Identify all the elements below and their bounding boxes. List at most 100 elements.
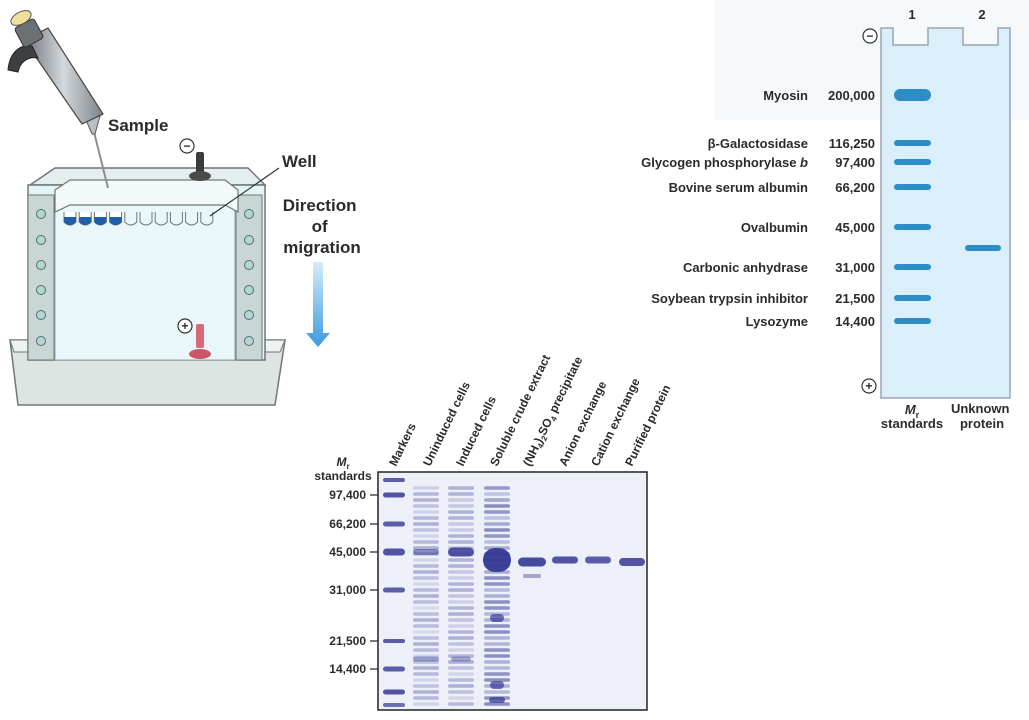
marker-mr: 14,400 [835, 314, 875, 329]
gel-band [383, 521, 405, 527]
gel-band [413, 656, 439, 662]
gel-band [413, 504, 439, 508]
lane-label: Soluble crude extract [487, 352, 553, 468]
marker-mr: 97,400 [835, 155, 875, 170]
gel-band [413, 684, 439, 688]
gel-band [383, 548, 405, 556]
rail-bolt [244, 285, 254, 295]
gel-band [448, 612, 474, 616]
gel-band [484, 630, 510, 634]
lane-label: Markers [386, 421, 419, 469]
marker-mr: 45,000 [835, 220, 875, 235]
empty-well [200, 212, 214, 226]
mr-tick-label: 14,400 [329, 662, 366, 676]
rail-bolt [36, 260, 46, 270]
gel-band [413, 576, 439, 580]
gel-band [413, 594, 439, 598]
gel-band [484, 498, 510, 502]
gel-band [552, 556, 578, 564]
rail-bolt [244, 336, 254, 346]
gel-band [413, 510, 439, 514]
rail-bolt [244, 310, 254, 320]
gel-band [413, 642, 439, 646]
gel-band [448, 648, 474, 652]
unknown-protein-band [965, 245, 1001, 251]
mr-tick-label: 45,000 [329, 545, 366, 559]
plus-symbol [861, 378, 877, 394]
gel-band [383, 703, 405, 707]
gel-band [484, 660, 510, 664]
standard-band [894, 295, 931, 301]
gel-band [448, 624, 474, 628]
gel-band [413, 690, 439, 694]
gel-band [484, 504, 510, 508]
direction-label: Direction of migration [283, 196, 361, 257]
gel-band [413, 528, 439, 532]
marker-mr: 66,200 [835, 180, 875, 195]
gel-band [413, 570, 439, 574]
gel-band [484, 678, 510, 682]
plus-symbol [177, 318, 193, 334]
gel-band [484, 528, 510, 532]
minus-symbol [179, 138, 195, 154]
gel-band [484, 672, 510, 676]
rail-bolt [36, 336, 46, 346]
rail-bolt [36, 235, 46, 245]
empty-well [169, 212, 183, 226]
minus-sign: − [183, 139, 190, 153]
gel-band [413, 588, 439, 592]
gel-apparatus: − + Sample Well Direction of migration [7, 10, 361, 406]
marker-name: Bovine serum albumin [669, 180, 808, 195]
gel-band [413, 582, 439, 586]
marker-name: β-Galactosidase [708, 136, 808, 151]
gel-band [448, 672, 474, 676]
gel-band [413, 516, 439, 520]
minus-sign: − [866, 29, 873, 43]
lane-number-2: 2 [978, 7, 985, 22]
standard-band [894, 318, 931, 324]
gel-band [484, 510, 510, 514]
gel-band [484, 636, 510, 640]
gel-band [484, 690, 510, 694]
gel-band [448, 510, 474, 514]
gel-band [448, 504, 474, 508]
marker-name: Myosin [763, 88, 808, 103]
marker-name: Lysozyme [746, 314, 808, 329]
gel-band [383, 666, 405, 672]
marker-name: Soybean trypsin inhibitor [651, 291, 808, 306]
gel-band [484, 594, 510, 598]
gel-band [448, 547, 474, 557]
gel-band [518, 557, 546, 567]
gel-band [448, 630, 474, 634]
gel-band [448, 492, 474, 496]
standard-band [894, 140, 931, 146]
gel-band [448, 684, 474, 688]
standard-band [894, 224, 931, 230]
gel-band [413, 636, 439, 640]
minus-symbol [862, 28, 878, 44]
gel-band [448, 654, 474, 658]
gel-band [413, 549, 439, 555]
gel-band [448, 660, 474, 664]
purification-gel-panel: Mr standards 97,40066,20045,00031,00021,… [314, 352, 674, 711]
gel-band [490, 614, 504, 622]
gel-band [484, 648, 510, 652]
gel-band [448, 540, 474, 544]
gel-band [383, 492, 405, 498]
gel-band [484, 654, 510, 658]
gel-band [484, 522, 510, 526]
mr-axis-symbol: Mr [336, 455, 349, 471]
standard-band [894, 264, 931, 270]
gel-band [413, 624, 439, 628]
lane-label: (NH4)2SO4 precipitate [520, 354, 587, 469]
gel-band [490, 681, 504, 689]
marker-name: Glycogen phosphorylase b [641, 155, 808, 170]
empty-well [185, 212, 199, 226]
gel-band [413, 540, 439, 544]
gel-band [448, 558, 474, 562]
gel-band [448, 576, 474, 580]
gel-band [413, 696, 439, 700]
gel-band [448, 678, 474, 682]
plus-sign: + [181, 319, 188, 333]
